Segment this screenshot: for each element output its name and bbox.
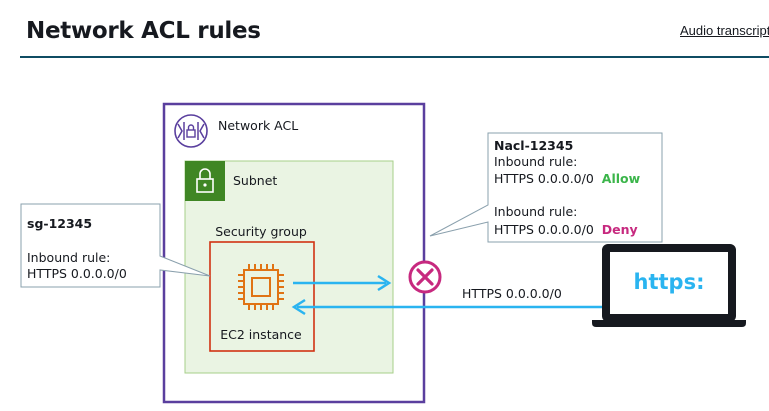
sg-rule-value: HTTPS 0.0.0.0/0 bbox=[27, 266, 127, 281]
chip-icon bbox=[238, 264, 284, 310]
sg-rule-label: Inbound rule: bbox=[27, 250, 110, 265]
audio-transcript-link[interactable]: Audio transcript bbox=[680, 23, 769, 38]
security-group-label: Security group bbox=[215, 224, 307, 239]
outbound-arrow bbox=[293, 274, 392, 292]
nacl-rule1-allow: Allow bbox=[602, 171, 641, 186]
traffic-label: HTTPS 0.0.0.0/0 bbox=[462, 286, 562, 301]
svg-text:HTTPS 0.0.0.0/0 Deny: HTTPS 0.0.0.0/0 Deny bbox=[494, 222, 638, 237]
sg-name: sg-12345 bbox=[27, 216, 92, 231]
nacl-rule2-deny: Deny bbox=[602, 222, 638, 237]
nacl-callout: Nacl-12345 Inbound rule: HTTPS 0.0.0.0/0… bbox=[429, 132, 663, 243]
laptop-https-text: https: bbox=[634, 270, 705, 294]
laptop-icon bbox=[592, 244, 746, 327]
page-title: Network ACL rules bbox=[26, 18, 261, 44]
nacl-name: Nacl-12345 bbox=[494, 138, 573, 153]
lock-icon bbox=[185, 161, 225, 201]
deny-x-icon bbox=[408, 260, 442, 294]
ec2-instance-label: EC2 instance bbox=[220, 327, 302, 342]
nacl-rule2-value: HTTPS 0.0.0.0/0 bbox=[494, 222, 594, 237]
inbound-arrow bbox=[291, 298, 606, 316]
subnet-label: Subnet bbox=[233, 173, 277, 188]
header-divider bbox=[20, 56, 769, 58]
nacl-rule1-label: Inbound rule: bbox=[494, 154, 577, 169]
sg-callout: sg-12345 Inbound rule: HTTPS 0.0.0.0/0 bbox=[20, 203, 211, 288]
network-acl-icon bbox=[174, 114, 208, 148]
nacl-rule2-label: Inbound rule: bbox=[494, 204, 577, 219]
security-group-box bbox=[209, 241, 315, 352]
svg-text:HTTPS 0.0.0.0/0 Allow: HTTPS 0.0.0.0/0 Allow bbox=[494, 171, 641, 186]
network-acl-label: Network ACL bbox=[218, 118, 298, 133]
nacl-rule1-value: HTTPS 0.0.0.0/0 bbox=[494, 171, 594, 186]
